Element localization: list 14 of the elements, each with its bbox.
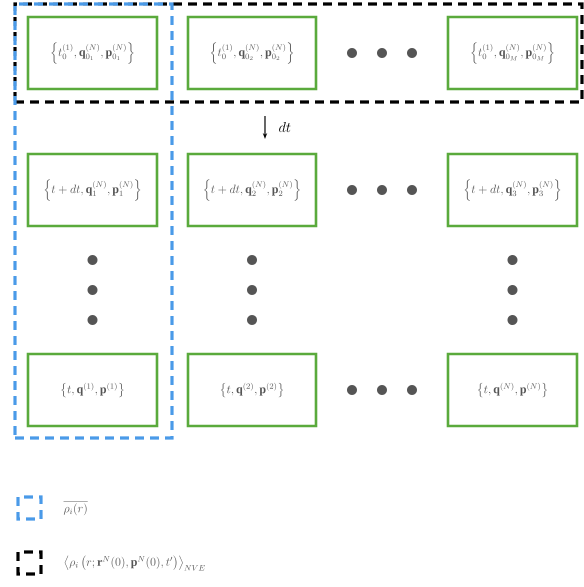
- state-box: $\left\{t_0^{(1)},\mathbf{q}_{0_M}^{(N)},\mathbf{p}_{0_M}^{(N)}\right\}$: [446, 16, 578, 90]
- state-box: $\left\{t+dt,\mathbf{q}_2^{(N)},\mathbf{p}_2^{(N)}\right\}$: [186, 152, 318, 228]
- dashed-group-box: [13, 2, 174, 440]
- state-box: $\left\{t+dt,\mathbf{q}_3^{(N)},\mathbf{p}_3^{(N)}\right\}$: [446, 152, 578, 228]
- state-box: $\left\{t,\mathbf{q}^{(N)},\mathbf{p}^{(N)}\right\}$: [446, 352, 578, 428]
- state-box: $\left\{t,\mathbf{q}^{(2)},\mathbf{p}^{(2)}\right\}$: [186, 352, 318, 428]
- state-box: $\left\{t_0^{(1)},\mathbf{q}_{0_1}^{(N)},\mathbf{p}_{0_1}^{(N)}\right\}$: [26, 16, 158, 90]
- dashed-group-box: [13, 2, 584, 104]
- state-box: $\left\{t,\mathbf{q}^{(1)},\mathbf{p}^{(1)}\right\}$: [26, 352, 158, 428]
- state-box: $\left\{t_0^{(1)},\mathbf{q}_{0_2}^{(N)},\mathbf{p}_{0_2}^{(N)}\right\}$: [186, 16, 318, 90]
- legend-label: $\left\langle\rho_i\left(r;\mathbf{r}^N(0),\mathbf{p}^N(0),t'\right)\right\rangle_{NVE}$: [64, 556, 205, 571]
- legend-label: $\overline{\rho_i(r)}$: [64, 502, 88, 516]
- time-step-label: $dt$: [279, 122, 290, 132]
- state-box: $\left\{t+dt,\mathbf{q}_1^{(N)},\mathbf{p}_1^{(N)}\right\}$: [26, 152, 158, 228]
